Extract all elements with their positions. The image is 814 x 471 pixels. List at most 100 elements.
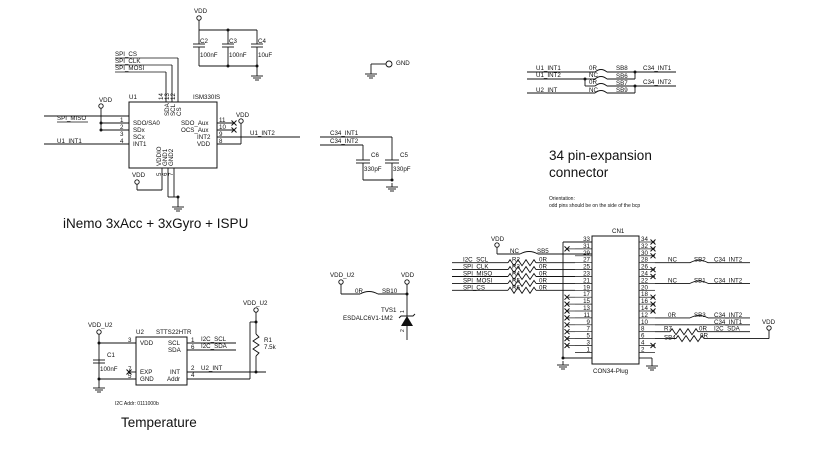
net-label: C34_INT2 (714, 277, 743, 284)
sb7-value: 0R (589, 79, 597, 86)
sb6-ref[interactable]: SB6 (616, 73, 628, 80)
svg-text:C5: C5 (400, 152, 408, 159)
ground-icon (645, 361, 659, 371)
resistor-value: 0R (539, 257, 547, 264)
solder-bridge-sb3[interactable] (689, 314, 709, 319)
solder-bridge-sb2[interactable] (689, 259, 709, 264)
svg-text:2: 2 (191, 365, 195, 372)
sb9-ref[interactable]: SB9 (616, 87, 628, 94)
svg-text:3: 3 (120, 131, 124, 138)
sb6-value: NC (589, 72, 598, 79)
svg-text:6: 6 (191, 344, 195, 351)
u2-body[interactable] (135, 336, 188, 386)
pin-vdd: VDD (197, 141, 211, 148)
resistor-value: 0R (539, 264, 547, 271)
svg-text:SDA: SDA (164, 102, 171, 116)
i2c-addr-note: I2C Addr: 0111000b (115, 401, 159, 407)
ground-icon (364, 69, 378, 79)
sb7-ref[interactable]: SB7 (616, 80, 628, 87)
gnd-terminal-icon[interactable] (385, 60, 393, 68)
pin-sdo-aux: SDO_Aux (181, 120, 209, 127)
resistor-r1[interactable] (252, 333, 260, 357)
cn1-body[interactable] (591, 235, 640, 365)
vdd-label: VDD (762, 319, 776, 326)
resistor-r6[interactable] (507, 286, 537, 295)
net-label: C34_INT2 (714, 257, 743, 264)
resistor-r2[interactable] (507, 258, 537, 267)
pin-addr: Addr (167, 376, 180, 383)
cn1-pin-23: 23 (583, 271, 590, 278)
capacitor-c3[interactable]: C3 100nF (222, 30, 247, 66)
u2-part: STTS22HTR (156, 329, 192, 336)
cn1-pin-25: 25 (583, 264, 590, 271)
svg-text:12: 12 (170, 93, 177, 100)
tvs-protection: VDD_U2 0R SB10 VDD TVS1 ESDALC6V1-1M2 1 … (330, 272, 416, 340)
cn1-pin-19: 19 (583, 284, 590, 291)
svg-text:U2_INT: U2_INT (201, 365, 223, 372)
connector-title-line1: 34 pin-expansion (549, 148, 652, 163)
ground-icon (171, 202, 185, 212)
resistor-value: 0R (539, 284, 547, 291)
sb10-value: 0R (355, 288, 363, 295)
svg-text:5: 5 (128, 373, 132, 380)
sb5-value: NC (510, 248, 519, 255)
resistor-r5[interactable] (507, 279, 537, 288)
cn1-pin-5: 5 (587, 333, 591, 340)
cn1-pin-22: 22 (641, 277, 648, 284)
cn1-pin-33: 33 (583, 236, 590, 243)
cn1-pin-18: 18 (641, 291, 648, 298)
resistor-r7[interactable] (669, 327, 699, 336)
cn1-pin-15: 15 (583, 298, 590, 305)
vdd-label: VDD (401, 272, 415, 279)
svg-text:7: 7 (168, 172, 175, 176)
capacitor-c1[interactable]: C1 100nF (93, 352, 118, 373)
net-spi-clk: SPI_CLK (115, 58, 141, 65)
pin-int2: INT2 (197, 134, 211, 141)
cn1-pin-26: 26 (641, 264, 648, 271)
pin-sdo-sa0: SDO/SA0 (133, 120, 160, 127)
temp-section-title: Temperature (121, 415, 197, 430)
bridge-ref: SB1 (694, 277, 706, 284)
connector-title-line2: connector (549, 165, 609, 180)
solder-bridge-sb4[interactable] (675, 334, 705, 343)
capacitor-c4[interactable]: C4 10uF (251, 30, 272, 66)
sb8-ref[interactable]: SB8 (616, 65, 628, 72)
pin-sda: SDA (168, 347, 182, 354)
cn1-pin-1: 1 (587, 346, 591, 353)
svg-text:C34_INT2: C34_INT2 (643, 79, 672, 86)
ground-icon (385, 182, 399, 192)
cn1-pin-27: 27 (583, 257, 590, 264)
pin-exp: EXP (140, 369, 152, 376)
capacitor-c6[interactable]: C6 330pF (356, 152, 382, 180)
cn1-part: CON34-Plug (593, 368, 629, 375)
vdd-label: VDD (194, 8, 208, 15)
resistor-ref: R4 (512, 271, 520, 278)
svg-text:330pF: 330pF (393, 166, 411, 173)
u1-body[interactable] (128, 101, 218, 169)
sb5-ref[interactable]: SB5 (537, 248, 549, 255)
vdd-label: VDD (236, 112, 250, 119)
tvs-ref: TVS1 (381, 307, 397, 314)
svg-text:7.5k: 7.5k (264, 344, 277, 351)
solder-bridge-sb1[interactable] (689, 280, 709, 284)
sb10-ref[interactable]: SB10 (382, 288, 398, 295)
svg-text:14: 14 (158, 93, 165, 100)
capacitor-c2[interactable]: C2 100nF (193, 30, 218, 66)
vdd-label: VDD (99, 97, 113, 104)
resistor-r3[interactable] (507, 265, 537, 274)
net-u1-int1: U1_INT1 (57, 138, 82, 145)
svg-text:C34_INT2: C34_INT2 (330, 138, 359, 145)
tvs-diode-icon[interactable] (398, 313, 416, 326)
net-spi-mosi: SPI_MOSI (115, 65, 145, 72)
svg-text:C3: C3 (229, 38, 237, 45)
pin-scx: SCx (133, 134, 146, 141)
capacitor-c5[interactable]: C5 330pF (385, 152, 411, 180)
resistor-value: 0R (539, 277, 547, 284)
svg-text:1: 1 (120, 117, 124, 124)
vdd-u2-label: VDD_U2 (330, 272, 355, 279)
svg-text:C2: C2 (200, 38, 208, 45)
cn1-pin-29: 29 (583, 250, 590, 257)
bridge-ref: SB2 (694, 257, 706, 264)
resistor-r4[interactable] (507, 272, 537, 281)
net-label: SPI_MOSI (463, 277, 493, 284)
